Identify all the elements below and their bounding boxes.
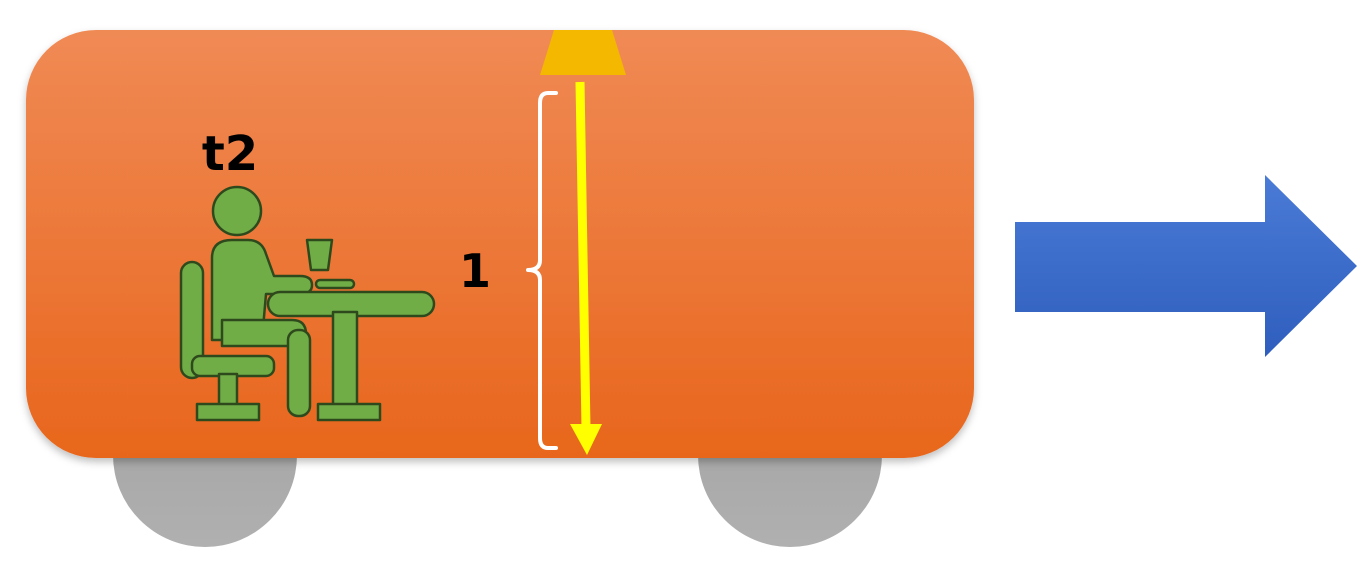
distance-bracket xyxy=(526,91,558,450)
lamp-icon xyxy=(540,30,626,75)
distance-label: 1 xyxy=(459,244,491,298)
right-arrow-icon xyxy=(1015,175,1357,357)
light-ray xyxy=(570,81,602,455)
person-at-table-icon xyxy=(179,185,436,422)
light-ray-arrowhead xyxy=(570,424,602,455)
observer-label: t2 xyxy=(202,126,258,182)
car-body xyxy=(26,30,974,458)
